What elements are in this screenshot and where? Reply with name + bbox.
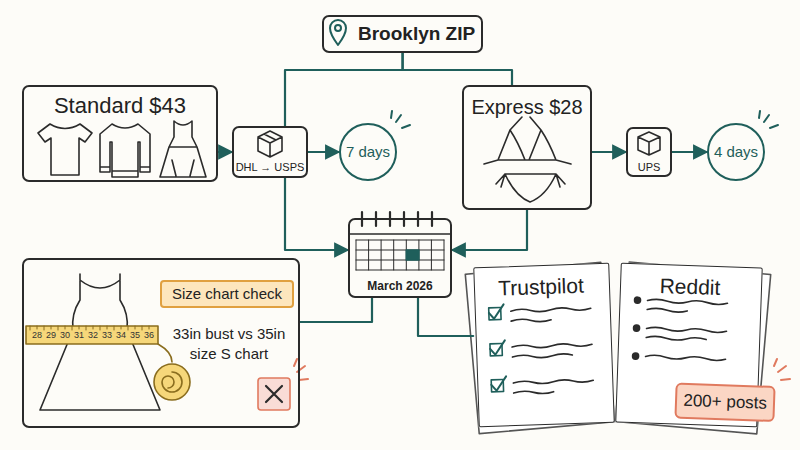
package-icon — [638, 132, 660, 155]
node-label: Reddit — [621, 272, 760, 302]
connector — [308, 151, 339, 153]
t-shirt — [38, 124, 92, 175]
connector — [218, 151, 232, 153]
connector — [672, 151, 707, 153]
tape-number: 31 — [72, 331, 86, 340]
bikini-illustration — [484, 117, 571, 202]
connector — [285, 178, 348, 250]
forum-posts — [632, 297, 727, 362]
delivery-time-circle: 4 days — [707, 123, 765, 181]
size-check-panel: 33in bust vs 35in size S chart Size chart… — [22, 258, 300, 428]
node-label: DHL → USPS — [234, 161, 306, 174]
review-sheet: Reddit200+ posts — [615, 263, 762, 428]
connector — [403, 53, 512, 85]
tape-number: 35 — [128, 331, 142, 340]
node-label: Express $28 — [464, 95, 590, 119]
node-label: 33in bust vs 35in size S chart — [160, 324, 298, 363]
reject-mark — [258, 359, 308, 410]
node-label: Standard $43 — [24, 93, 216, 119]
tape-number: 28 — [30, 331, 44, 340]
tape-number: 33 — [100, 331, 114, 340]
node-label: March 2026 — [350, 279, 450, 293]
node-label: Trustpilot — [475, 272, 608, 302]
dress — [160, 121, 206, 177]
package-icon — [258, 131, 282, 157]
review-checklist — [489, 301, 594, 395]
size-check-tag: Size chart check — [160, 280, 294, 308]
carrier-box: UPS — [626, 127, 672, 177]
shipping-option-box: Standard $43 — [22, 85, 218, 182]
connector — [285, 53, 403, 126]
delivery-time-circle: 7 days — [339, 123, 397, 181]
node-label: 4 days — [714, 143, 758, 161]
location-box: Brooklyn ZIP — [322, 15, 483, 53]
calendar-box: March 2026 — [348, 218, 452, 298]
node-label: UPS — [628, 161, 670, 174]
clothes-illustration — [38, 121, 206, 177]
tape-number: 34 — [114, 331, 128, 340]
node-label: 7 days — [346, 143, 390, 161]
location-pin — [330, 20, 346, 45]
sweater — [100, 124, 150, 177]
node-label: Brooklyn ZIP — [358, 23, 475, 46]
carrier-box: DHL → USPS — [232, 126, 308, 178]
calendar-illustration — [350, 212, 450, 270]
node-label: 200+ posts — [683, 391, 767, 414]
review-sheet: Trustpilot — [473, 263, 615, 428]
tape-number: 32 — [86, 331, 100, 340]
tape-number: 36 — [142, 331, 156, 340]
tape-number: 29 — [44, 331, 58, 340]
shipping-option-box: Express $28 — [462, 85, 592, 210]
connector — [452, 210, 527, 250]
connector — [418, 298, 473, 336]
paper-stack — [465, 262, 770, 434]
tape-number: 30 — [58, 331, 72, 340]
connector — [592, 151, 626, 153]
count-badge: 200+ posts — [674, 383, 776, 422]
node-label: Size chart check — [172, 285, 282, 303]
connector — [300, 298, 372, 322]
